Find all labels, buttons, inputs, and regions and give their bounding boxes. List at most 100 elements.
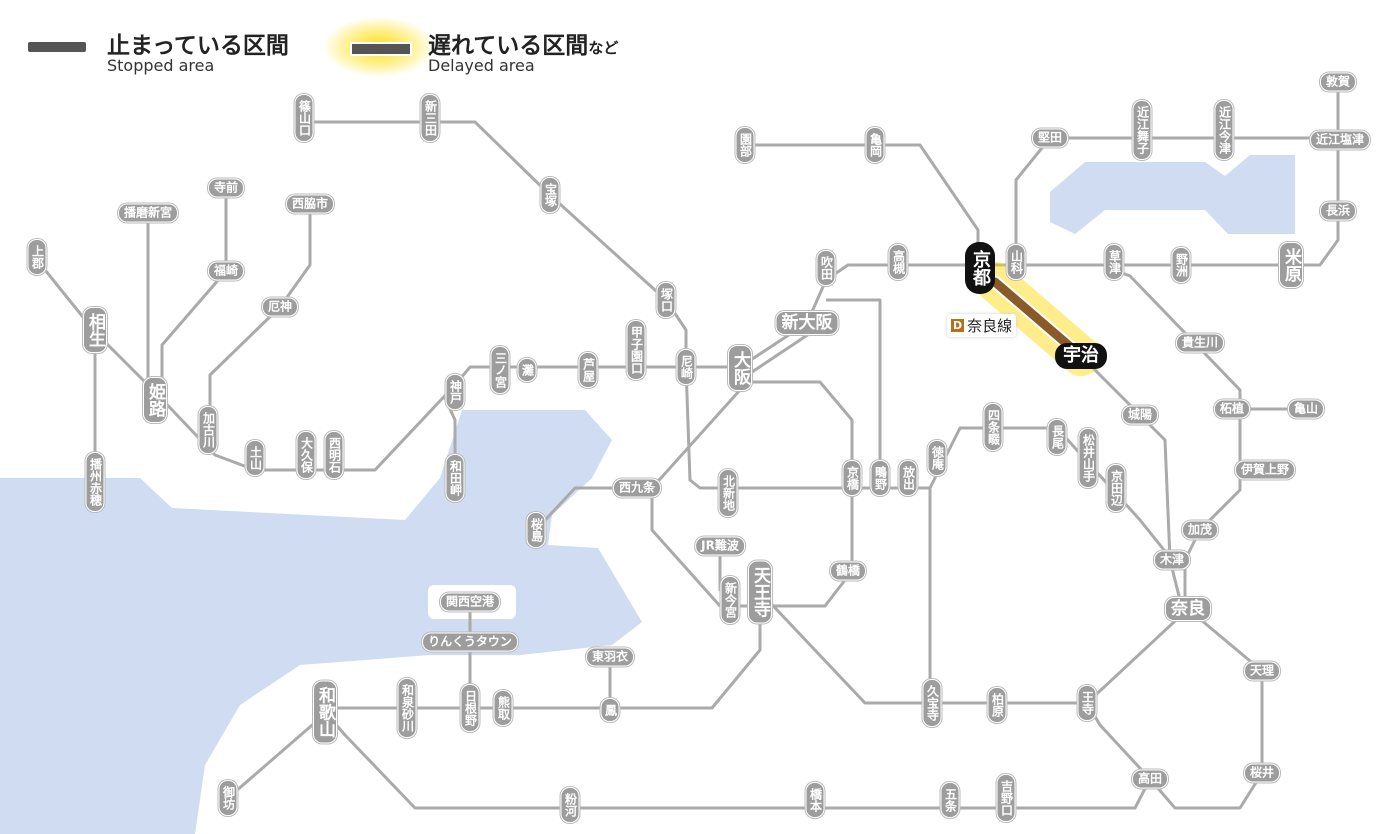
station-marker[interactable]: 寺前 xyxy=(207,178,245,198)
station-marker[interactable]: 橋本 xyxy=(805,782,825,818)
station-marker[interactable]: 五条 xyxy=(940,782,960,818)
station-marker[interactable]: 鶴橋 xyxy=(829,561,867,581)
rail-line-segment xyxy=(1014,136,1340,262)
station-marker[interactable]: 草津 xyxy=(1104,244,1124,280)
station-marker[interactable]: 加茂 xyxy=(1181,520,1219,540)
station-marker[interactable]: 粉河 xyxy=(560,787,580,823)
station-marker[interactable]: 柘植 xyxy=(1213,399,1251,419)
station-marker[interactable]: 大久保 xyxy=(296,431,316,479)
station-marker[interactable]: 大阪 xyxy=(728,345,752,391)
station-marker[interactable]: 東羽衣 xyxy=(585,647,635,667)
station-marker[interactable]: 土山 xyxy=(245,440,265,476)
station-marker[interactable]: 近江今津 xyxy=(1214,100,1234,160)
station-marker[interactable]: 吉野口 xyxy=(996,774,1016,822)
station-marker[interactable]: 甲子園口 xyxy=(626,320,646,380)
stopped-legend-english: Stopped area xyxy=(107,56,215,75)
station-marker[interactable]: 桜島 xyxy=(526,512,546,548)
station-marker[interactable]: 相生 xyxy=(83,307,107,353)
station-marker[interactable]: 京橋 xyxy=(842,460,862,496)
station-marker[interactable]: 城陽 xyxy=(1121,405,1159,425)
station-marker[interactable]: 西九条 xyxy=(612,478,662,498)
station-marker[interactable]: 王寺 xyxy=(1077,685,1097,721)
station-marker[interactable]: 尼崎 xyxy=(676,349,696,385)
rail-line-segment xyxy=(751,328,816,374)
station-affected[interactable]: 宇治 xyxy=(1055,343,1107,369)
station-marker[interactable]: 姫路 xyxy=(143,377,167,423)
station-marker[interactable]: 塚口 xyxy=(656,282,676,318)
station-marker[interactable]: 日根野 xyxy=(460,684,480,732)
station-marker[interactable]: 加古川 xyxy=(198,406,218,454)
station-marker[interactable]: JR難波 xyxy=(695,536,745,556)
station-marker[interactable]: 熊取 xyxy=(493,690,513,726)
station-marker[interactable]: 長尾 xyxy=(1047,419,1067,455)
station-marker[interactable]: 亀山 xyxy=(1287,399,1325,419)
station-marker[interactable]: 御坊 xyxy=(218,780,238,816)
nara-line-label[interactable]: D 奈良線 xyxy=(947,314,1017,337)
lake-biwa-water xyxy=(1050,155,1295,234)
station-marker[interactable]: 貴生川 xyxy=(1175,333,1225,353)
station-marker[interactable]: 北新地 xyxy=(718,469,738,517)
station-marker[interactable]: 播磨新宮 xyxy=(117,203,179,223)
station-marker[interactable]: 上郡 xyxy=(27,239,47,275)
station-marker[interactable]: 徳庵 xyxy=(927,440,947,476)
station-marker[interactable]: 三ノ宮 xyxy=(490,346,510,394)
station-marker[interactable]: 新大阪 xyxy=(775,311,839,335)
station-marker[interactable]: 宝塚 xyxy=(540,177,560,213)
station-marker[interactable]: 西明石 xyxy=(324,431,344,479)
station-marker[interactable]: 柏原 xyxy=(987,687,1007,723)
station-marker[interactable]: 和田岬 xyxy=(445,454,465,502)
station-marker[interactable]: 伊賀上野 xyxy=(1234,460,1296,480)
station-marker[interactable]: 福崎 xyxy=(207,261,245,281)
station-marker[interactable]: 近江舞子 xyxy=(1132,100,1152,160)
delayed-legend-label: 遅れている区間など xyxy=(428,26,618,60)
station-marker[interactable]: 和歌山 xyxy=(313,680,337,744)
station-marker[interactable]: 鳳 xyxy=(600,698,620,722)
rail-line-segment xyxy=(758,590,1087,705)
station-marker[interactable]: 西脇市 xyxy=(285,194,335,214)
station-marker[interactable]: 篠山口 xyxy=(294,94,314,142)
station-marker[interactable]: 米原 xyxy=(1279,242,1303,288)
station-marker[interactable]: 桜井 xyxy=(1243,763,1281,783)
station-marker[interactable]: 灘 xyxy=(517,358,537,382)
station-marker[interactable]: 放出 xyxy=(898,460,918,496)
station-marker[interactable]: 高槻 xyxy=(888,244,908,280)
station-marker[interactable]: 吹田 xyxy=(816,250,836,286)
station-marker[interactable]: 芦屋 xyxy=(578,352,598,388)
rail-line-segment xyxy=(745,143,980,268)
station-marker[interactable]: 厄神 xyxy=(261,297,299,317)
delayed-legend-swatch xyxy=(350,42,412,56)
station-marker[interactable]: 鴫野 xyxy=(870,460,890,496)
stopped-legend-swatch xyxy=(28,42,86,52)
station-affected[interactable]: 京都 xyxy=(965,242,995,294)
station-marker[interactable]: 四条畷 xyxy=(983,403,1003,451)
station-marker[interactable]: 園部 xyxy=(735,127,755,163)
station-marker[interactable]: 神戸 xyxy=(445,374,465,410)
station-marker[interactable]: 堅田 xyxy=(1031,128,1069,148)
station-marker[interactable]: りんくうタウン xyxy=(422,632,518,652)
station-marker[interactable]: 奈良 xyxy=(1165,597,1211,621)
station-marker[interactable]: 和泉砂川 xyxy=(397,678,417,738)
station-marker[interactable]: 天理 xyxy=(1243,661,1281,681)
rail-line-segment xyxy=(304,120,688,367)
station-marker[interactable]: 敦賀 xyxy=(1319,72,1357,92)
station-marker[interactable]: 長浜 xyxy=(1319,201,1357,221)
station-marker[interactable]: 播州赤穂 xyxy=(85,452,105,512)
station-marker[interactable]: 山科 xyxy=(1006,244,1026,280)
station-marker[interactable]: 近江塩津 xyxy=(1309,130,1371,150)
line-name: 奈良線 xyxy=(967,317,1013,335)
station-marker[interactable]: 野洲 xyxy=(1171,247,1191,283)
station-marker[interactable]: 天王寺 xyxy=(748,560,772,624)
station-marker[interactable]: 新今宮 xyxy=(720,576,740,624)
rail-line-segment xyxy=(650,380,854,608)
delayed-legend-text: 遅れている区間 xyxy=(428,33,589,59)
station-marker[interactable]: 木津 xyxy=(1153,550,1191,570)
station-marker[interactable]: 松井山手 xyxy=(1078,428,1098,488)
station-marker[interactable]: 久宝寺 xyxy=(922,679,942,727)
station-marker[interactable]: 高田 xyxy=(1131,769,1169,789)
station-marker[interactable]: 関西空港 xyxy=(439,592,501,612)
station-marker[interactable]: 亀岡 xyxy=(865,127,885,163)
station-marker[interactable]: 京田辺 xyxy=(1106,464,1126,512)
station-marker[interactable]: 新三田 xyxy=(420,94,440,142)
stopped-legend-label: 止まっている区間 xyxy=(107,33,289,59)
